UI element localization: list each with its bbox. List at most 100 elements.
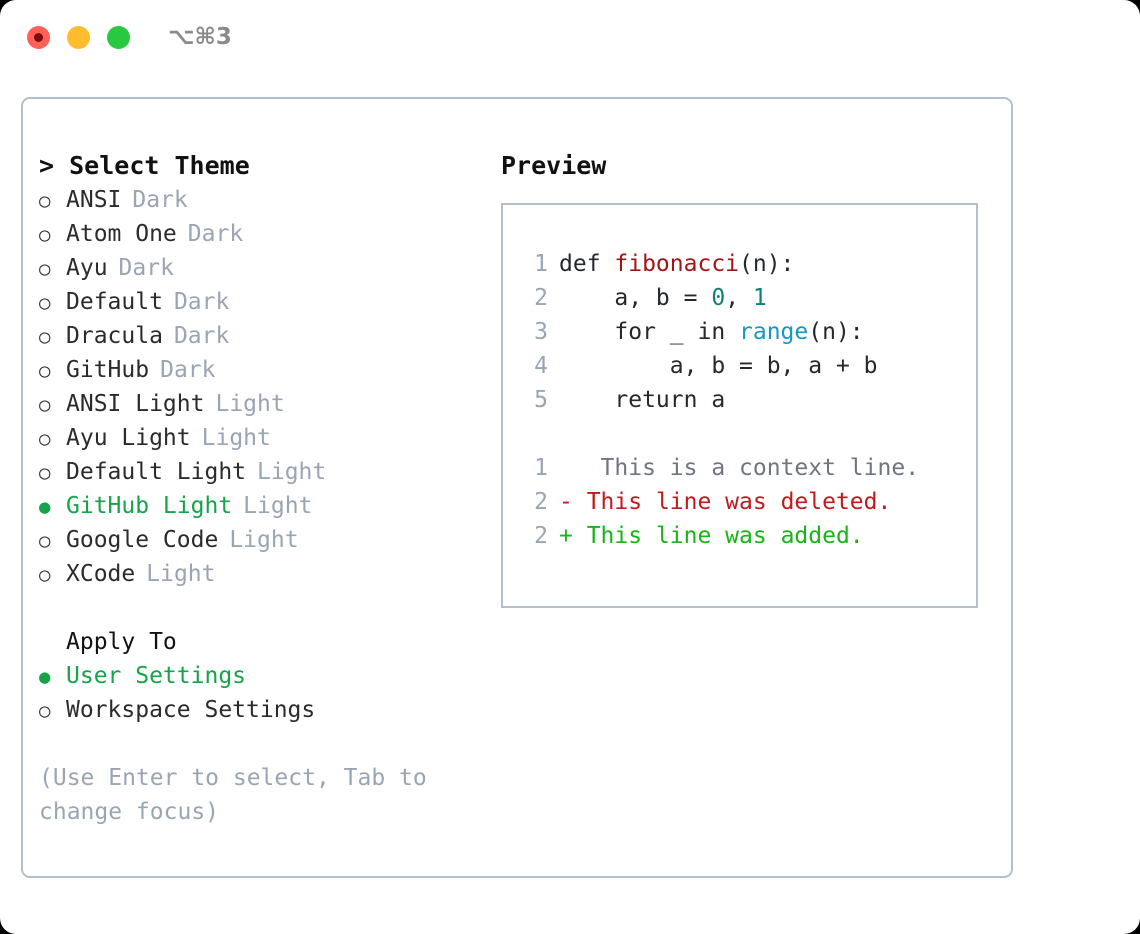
close-button[interactable] [27, 26, 50, 49]
theme-option-label: XCode [66, 561, 136, 587]
zoom-button[interactable] [107, 26, 130, 49]
theme-option[interactable]: ○ GitHub Dark [39, 353, 489, 387]
radio-unselected-icon: ○ [39, 394, 51, 416]
radio-selected-icon: ● [39, 666, 51, 688]
theme-option-label: ANSI Light [66, 391, 205, 417]
code-token: 1 [752, 285, 767, 311]
radio-unselected-icon: ○ [39, 292, 51, 314]
diff-line: 2- This line was deleted. [522, 485, 919, 519]
theme-option[interactable]: ○ Atom One Dark [39, 217, 489, 251]
theme-option-tag: Light [201, 425, 271, 451]
diff-text: This line was added. [572, 523, 864, 549]
radio-unselected-icon: ○ [39, 530, 51, 552]
apply-to-group[interactable]: Apply To ● User Settings ○ Workspace Setting… [39, 625, 489, 727]
theme-option[interactable]: ○ Google Code Light [39, 523, 489, 557]
radio-unselected-icon: ○ [39, 360, 51, 382]
theme-option-label: Dracula [66, 323, 163, 349]
diff-text: This is a context line. [572, 455, 920, 481]
code-token: 0 [711, 285, 726, 311]
code-line: 4 a, b = b, a + b [522, 349, 919, 383]
diff-sign [559, 451, 573, 485]
theme-option[interactable]: ○ XCode Light [39, 557, 489, 591]
window-controls [27, 26, 130, 49]
theme-option-label: ANSI [66, 187, 122, 213]
radio-unselected-icon: ○ [39, 700, 51, 722]
theme-option-tag: Dark [132, 187, 188, 213]
keyboard-hint: (Use Enter to select, Tab to change focu… [39, 765, 427, 825]
apply-to-option-label: User Settings [66, 663, 247, 689]
theme-option-label: Atom One [66, 221, 177, 247]
radio-unselected-icon: ○ [39, 564, 51, 586]
theme-picker-title: > Select Theme [39, 149, 489, 183]
line-number: 1 [534, 455, 548, 481]
theme-option-label: Default Light [66, 459, 247, 485]
code-line: 1 def fibonacci(n): [522, 247, 919, 281]
theme-picker-title-text: Select Theme [69, 151, 250, 180]
code-line: 5 return a [522, 383, 919, 417]
theme-option[interactable]: ○ Default Dark [39, 285, 489, 319]
theme-option-label: GitHub [66, 357, 150, 383]
diff-line: 2 + This line was added. [522, 519, 919, 553]
line-number: 4 [534, 353, 548, 379]
theme-option-label: Default [66, 289, 163, 315]
diff-sign: + [559, 523, 573, 549]
code-token: a, b = b, a + b [559, 353, 878, 379]
line-number: 2 [534, 523, 548, 549]
radio-unselected-icon: ○ [39, 258, 51, 280]
theme-option-label: Google Code [66, 527, 219, 553]
theme-option-tag: Light [257, 459, 327, 485]
theme-option-tag: Dark [173, 289, 230, 315]
minimize-button[interactable] [67, 26, 90, 49]
code-line: 3 for _ in range(n): [522, 315, 919, 349]
line-number: 3 [534, 319, 548, 345]
theme-option-tag: Dark [173, 323, 230, 349]
line-number: 1 [534, 251, 548, 277]
title-bar: ⌥⌘3 [0, 0, 1140, 78]
code-spacer [522, 417, 919, 451]
apply-to-option[interactable]: ○ Workspace Settings [39, 693, 489, 727]
radio-unselected-icon: ○ [39, 224, 51, 246]
theme-option[interactable]: ○ Ayu Dark [39, 251, 489, 285]
line-number: 5 [534, 387, 548, 413]
theme-option-label: Ayu Light [66, 425, 191, 451]
theme-option-tag: Dark [118, 255, 174, 281]
diff-line: 1 This is a context line. [522, 451, 919, 485]
theme-option[interactable]: ○ Default Light Light [39, 455, 489, 489]
theme-option-label: Ayu [66, 255, 108, 281]
code-token: for _ in [559, 319, 740, 345]
code-token: return a [559, 387, 726, 413]
code-token: fibonacci [614, 251, 740, 277]
theme-option-tag: Light [229, 527, 299, 553]
apply-to-option[interactable]: ● User Settings [39, 659, 489, 693]
line-number: 2 [534, 489, 548, 515]
radio-unselected-icon: ○ [39, 462, 51, 484]
code-token: def [559, 251, 615, 277]
apply-to-option-label: Workspace Settings [66, 697, 316, 723]
spacer [39, 626, 66, 660]
code-token: (n): [739, 251, 795, 277]
theme-option[interactable]: ○ ANSI Light Light [39, 387, 489, 421]
theme-option-tag: Light [243, 493, 313, 519]
prompt-caret-icon: > [39, 151, 55, 180]
apply-to-title-text: Apply To [66, 629, 177, 655]
code-token: , [725, 285, 753, 311]
apply-to-title: Apply To [39, 625, 489, 659]
theme-option-tag: Dark [187, 221, 244, 247]
theme-option-tag: Light [146, 561, 216, 587]
theme-option-tag: Light [215, 391, 285, 417]
theme-option-label: GitHub Light [66, 493, 233, 519]
line-number: 2 [534, 285, 548, 311]
code-token: (n): [808, 319, 864, 345]
theme-option-tag: Dark [160, 357, 216, 383]
diff-text: This line was deleted. [572, 489, 892, 515]
